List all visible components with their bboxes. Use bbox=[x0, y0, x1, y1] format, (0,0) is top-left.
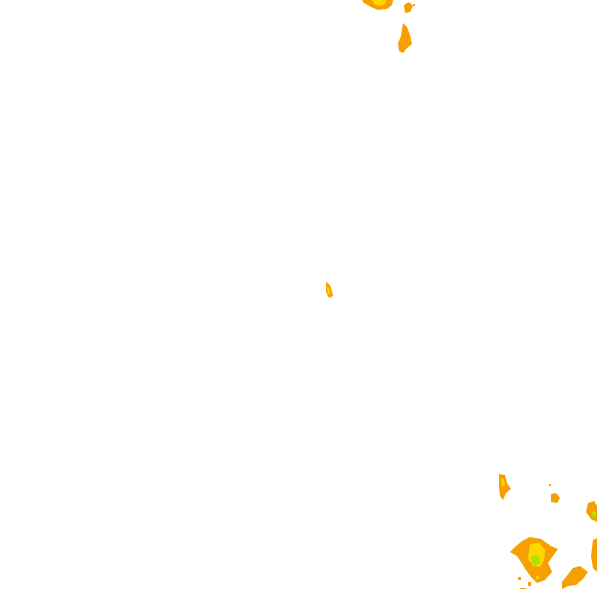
blob-top-left-core bbox=[372, 0, 386, 6]
blob-br-3-core bbox=[592, 511, 596, 518]
blob-br-speck-4 bbox=[536, 576, 539, 579]
blob-br-1-core bbox=[501, 478, 505, 487]
blob-br-speck-1 bbox=[518, 577, 521, 580]
blob-br-2 bbox=[551, 493, 560, 503]
blob-top-right bbox=[404, 2, 413, 13]
cluster-top bbox=[362, 0, 415, 53]
cluster-bottom-right bbox=[499, 474, 597, 589]
blob-center-core bbox=[327, 287, 330, 294]
blob-center bbox=[326, 282, 333, 298]
blob-br-speck-5 bbox=[578, 578, 581, 581]
blob-br-speck-3 bbox=[545, 570, 548, 573]
blob-br-6 bbox=[591, 538, 597, 572]
cluster-center bbox=[326, 282, 333, 298]
blob-br-1 bbox=[499, 474, 511, 500]
blob-top-tail bbox=[398, 23, 412, 53]
blob-br-3 bbox=[586, 501, 597, 522]
blob-top-speck bbox=[413, 4, 415, 6]
blob-br-speck-2 bbox=[528, 582, 531, 586]
blob-br-5 bbox=[562, 566, 588, 589]
blob-br-2-speck bbox=[549, 484, 551, 486]
blob-br-4-lime bbox=[531, 555, 541, 566]
